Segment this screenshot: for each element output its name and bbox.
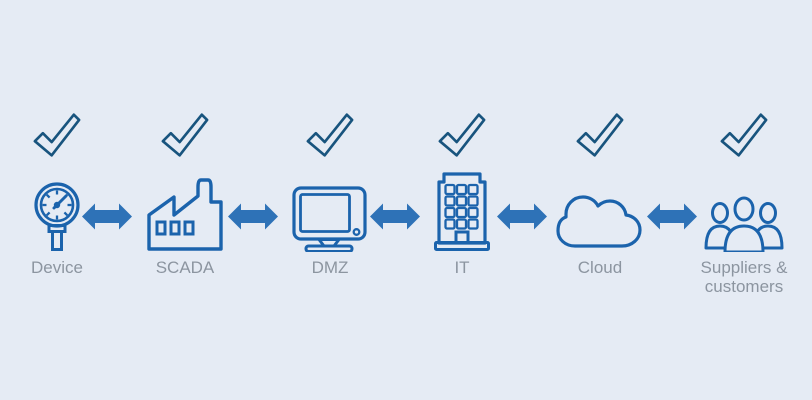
scada-icon-wrap [120,158,250,252]
check-icon [161,113,209,157]
node-label-it: IT [454,258,470,277]
check-icon [720,113,768,157]
connection-dmz-it [370,200,420,233]
node-label-dmz: DMZ [311,258,349,277]
connection-cloud-suppliers [647,200,697,233]
double-arrow-icon [497,203,547,230]
double-arrow-icon [82,203,132,230]
people-icon [704,196,784,252]
cloud-icon-wrap [535,158,665,252]
check-icon [306,113,354,157]
building-icon [434,172,490,251]
factory-icon [147,178,223,251]
node-label-suppliers: Suppliers & customers [700,258,788,297]
dmz-icon-wrap [265,158,395,252]
check-icon [576,113,624,157]
node-scada: SCADA [120,112,250,277]
node-device: Device [0,112,122,277]
check-icon [33,113,81,157]
node-cloud: Cloud [535,112,665,277]
node-label-cloud: Cloud [577,258,623,277]
connection-device-scada [82,200,132,233]
node-it: IT [397,112,527,277]
gauge-icon [34,182,80,251]
double-arrow-icon [228,203,278,230]
monitor-icon [292,186,367,252]
node-dmz: DMZ [265,112,395,277]
double-arrow-icon [647,203,697,230]
connection-it-cloud [497,200,547,233]
device-icon-wrap [0,158,122,252]
cloud-icon [556,195,642,248]
double-arrow-icon [370,203,420,230]
node-label-device: Device [31,258,83,277]
suppliers-icon-wrap [679,158,809,252]
it-icon-wrap [397,158,527,252]
node-suppliers: Suppliers & customers [679,112,809,296]
node-label-scada: SCADA [155,258,215,277]
connection-scada-dmz [228,200,278,233]
check-icon [438,113,486,157]
